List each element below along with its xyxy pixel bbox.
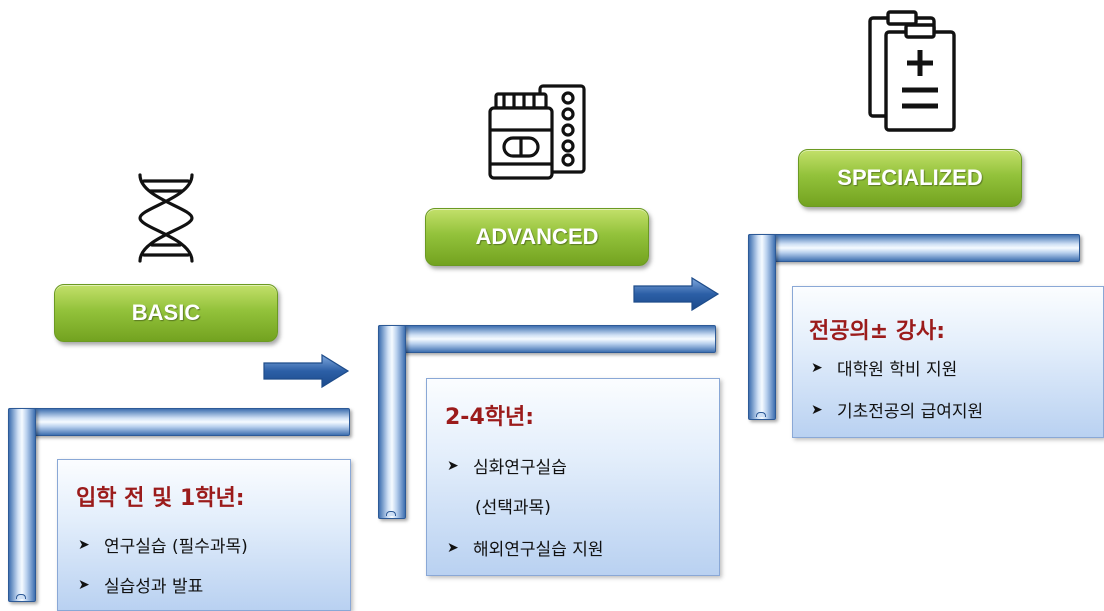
bracket-vertical xyxy=(8,408,36,602)
box-title: 입학 전 및 1학년: xyxy=(76,486,245,511)
medicine-bottle-pills-icon xyxy=(488,84,586,180)
list-item-text: 심화연구실습 xyxy=(473,458,567,478)
info-box-advanced: 2-4학년: ➤ 심화연구실습 (선택과목) ➤ 해외연구실습 지원 xyxy=(426,378,720,576)
clipboard-plus-icon xyxy=(868,10,956,132)
bracket-horizontal xyxy=(8,408,350,436)
list-item-continuation: (선택과목) xyxy=(475,498,551,518)
bracket-vertical xyxy=(378,325,406,519)
list-item-text: 대학원 학비 지원 xyxy=(837,360,958,380)
bracket-horizontal xyxy=(378,325,716,353)
arrow-bullet-icon: ➤ xyxy=(447,539,459,556)
arrow-right-icon xyxy=(633,276,720,312)
info-box-basic: 입학 전 및 1학년: ➤ 연구실습 (필수과목) ➤ 실습성과 발표 xyxy=(57,459,351,611)
bracket-tick xyxy=(386,511,396,516)
stage-label-specialized: SPECIALIZED xyxy=(798,149,1022,207)
bracket-vertical xyxy=(748,234,776,420)
arrow-bullet-icon: ➤ xyxy=(78,536,90,553)
list-item-text: 해외연구실습 지원 xyxy=(473,540,604,560)
list-item: ➤ 해외연구실습 지원 xyxy=(447,535,604,561)
list-item-text: 기초전공의 급여지원 xyxy=(837,402,984,422)
box-title: 2-4학년: xyxy=(445,405,535,430)
list-item: ➤ 연구실습 (필수과목) xyxy=(78,532,248,558)
bracket-horizontal xyxy=(748,234,1080,262)
stage-label-advanced: ADVANCED xyxy=(425,208,649,266)
arrow-bullet-icon: ➤ xyxy=(447,457,459,474)
list-item: ➤ 기초전공의 급여지원 xyxy=(811,397,984,423)
box-title: 전공의± 강사: xyxy=(809,319,946,344)
list-item: ➤ 대학원 학비 지원 xyxy=(811,355,958,381)
stage-label-basic: BASIC xyxy=(54,284,278,342)
list-item: ➤ 심화연구실습 xyxy=(447,453,567,479)
arrow-right-icon xyxy=(263,353,350,389)
bracket-tick xyxy=(16,594,26,599)
bracket-tick xyxy=(756,412,766,417)
arrow-bullet-icon: ➤ xyxy=(811,359,823,376)
list-item-text: 연구실습 (필수과목) xyxy=(104,537,248,557)
arrow-bullet-icon: ➤ xyxy=(78,576,90,593)
list-item-text: 실습성과 발표 xyxy=(104,577,204,597)
arrow-bullet-icon: ➤ xyxy=(811,401,823,418)
info-box-specialized: 전공의± 강사: ➤ 대학원 학비 지원 ➤ 기초전공의 급여지원 xyxy=(792,286,1104,438)
dna-icon xyxy=(138,173,194,263)
list-item: ➤ 실습성과 발표 xyxy=(78,572,204,598)
